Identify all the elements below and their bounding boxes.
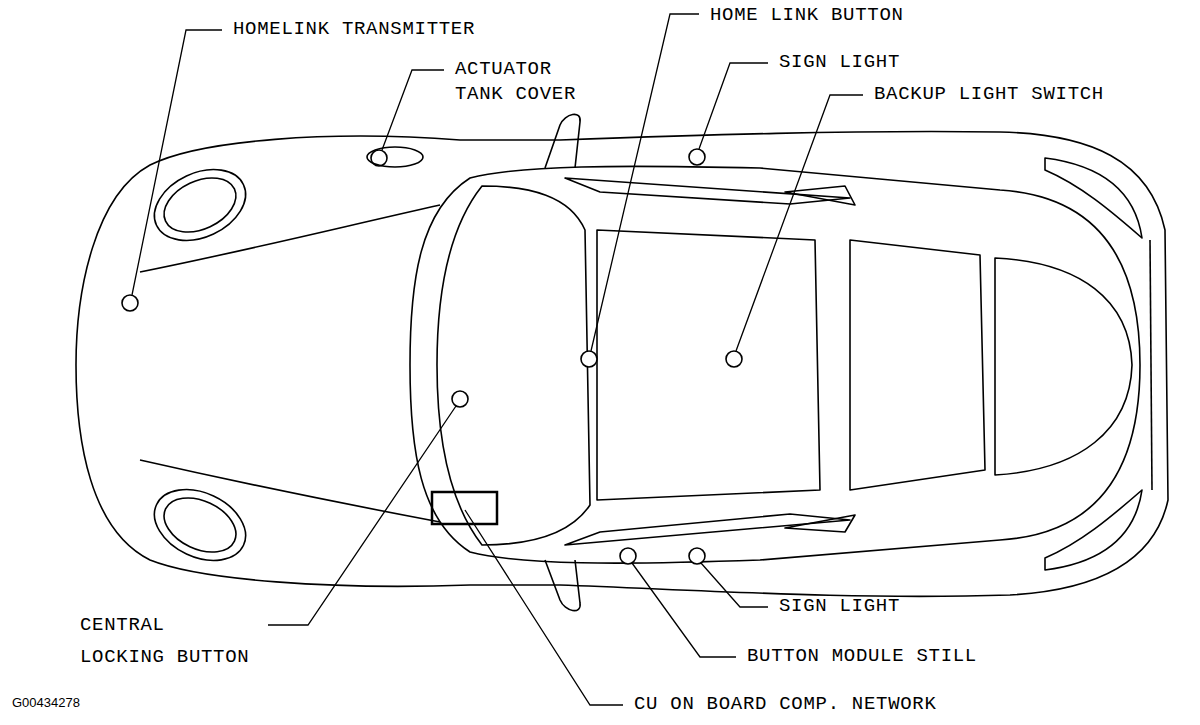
leader-line: [701, 563, 768, 607]
leader-line: [382, 70, 444, 150]
location-dot: [581, 351, 597, 367]
leader-lines: [132, 14, 863, 705]
headlight-inner: [155, 167, 244, 243]
headlight: [143, 156, 257, 255]
callout-label: BACKUP LIGHT SWITCH: [874, 82, 1104, 107]
callout-label: ACTUATOR TANK COVER: [455, 57, 595, 107]
callout-label: SIGN LIGHT: [779, 50, 900, 75]
control-unit-mark: [432, 492, 497, 524]
location-dot: [620, 548, 636, 564]
rear-window: [995, 258, 1132, 475]
location-dot: [122, 295, 138, 311]
roof: [597, 230, 820, 500]
callout-label: SIGN LIGHT: [779, 594, 900, 619]
leader-line: [591, 14, 699, 351]
fender-line: [140, 205, 440, 272]
fender-line: [140, 460, 440, 522]
leader-line: [632, 563, 736, 657]
cabin: [410, 166, 1140, 563]
headlight-inner: [155, 487, 244, 563]
callout-label: BUTTON MODULE STILL: [747, 644, 977, 669]
location-dot: [452, 391, 468, 407]
callout-label: HOME LINK BUTTON: [710, 3, 904, 28]
callout-label: CENTRAL LOCKING BUTTON: [80, 609, 258, 673]
figure-code: G00434278: [12, 695, 80, 711]
mirror: [545, 560, 580, 611]
mirror: [545, 114, 580, 168]
callout-label: CU ON BOARD COMP. NETWORK: [634, 692, 937, 717]
car-body: [76, 132, 1168, 597]
tail-light: [1045, 490, 1142, 570]
leader-line: [736, 95, 863, 351]
tank-cover: [367, 147, 423, 167]
leader-line: [132, 30, 222, 295]
location-dot: [689, 548, 705, 564]
leader-line: [268, 406, 456, 625]
side-vent: [785, 515, 855, 532]
rear-side-glass: [850, 240, 985, 490]
tail-light: [1045, 158, 1142, 238]
side-window: [565, 178, 850, 204]
leader-line: [699, 63, 768, 149]
leader-line: [465, 510, 623, 705]
location-marks: [122, 147, 742, 564]
location-dot: [689, 149, 705, 165]
location-dot: [726, 351, 742, 367]
callout-label: HOMELINK TRANSMITTER: [233, 17, 475, 42]
car-outline: [76, 114, 1168, 610]
headlight: [143, 476, 257, 575]
rear-bumper: [1150, 240, 1152, 490]
